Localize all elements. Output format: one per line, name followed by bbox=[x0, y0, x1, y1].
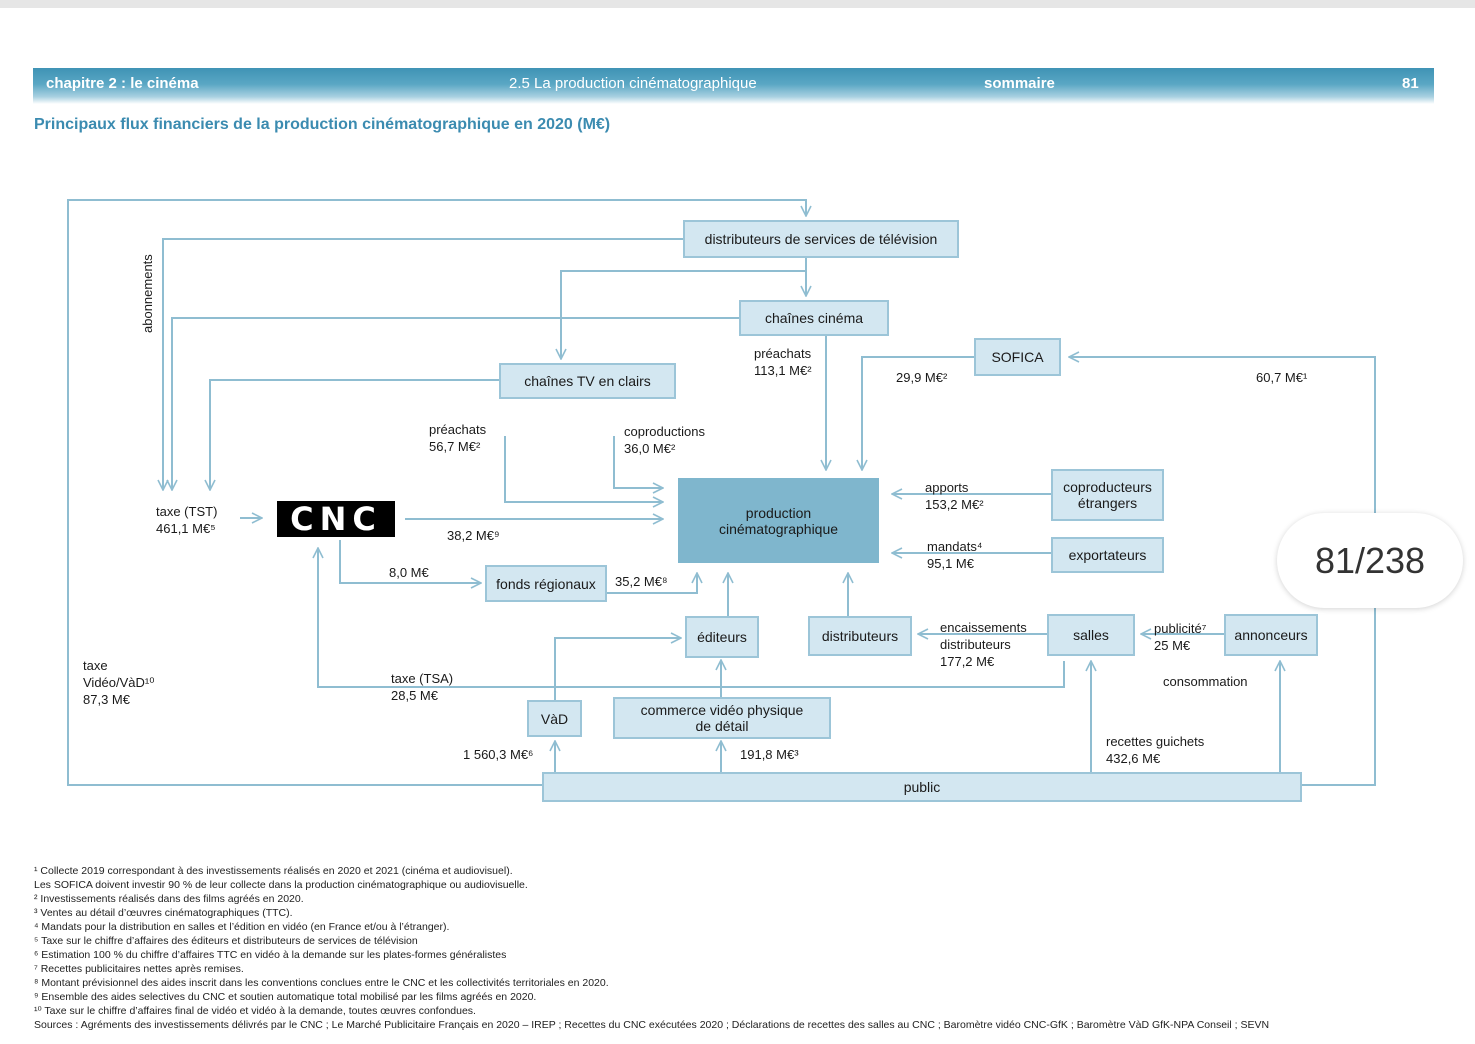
chaines-tv-clairs-box: chaînes TV en clairs bbox=[499, 363, 676, 399]
preachats-clairs-label: préachats 56,7 M€² bbox=[429, 422, 487, 454]
cnc-fonds-label: 8,0 M€ bbox=[389, 565, 429, 580]
production-box: production cinématographique bbox=[678, 478, 879, 563]
section-label[interactable]: 2.5 La production cinématographique bbox=[509, 75, 757, 92]
footnote: ⁷ Recettes publicitaires nettes après re… bbox=[34, 963, 244, 975]
public-box: public bbox=[542, 772, 1302, 802]
footnote: ⁶ Estimation 100 % du chiffre d’affaires… bbox=[34, 949, 507, 961]
summary-link[interactable]: sommaire bbox=[984, 75, 1055, 92]
sofica-amount-label: 29,9 M€² bbox=[896, 370, 948, 385]
distributeurs-box: distributeurs bbox=[808, 616, 912, 656]
apports-label: apports 153,2 M€² bbox=[925, 480, 984, 512]
footnote: ⁹ Ensemble des aides selectives du CNC e… bbox=[34, 991, 537, 1003]
coproductions-label: coproductions 36,0 M€² bbox=[624, 424, 705, 456]
footnote: ³ Ventes au détail d’œuvres cinématograp… bbox=[34, 907, 293, 919]
abonnements-label: abonnements bbox=[140, 254, 155, 333]
taxe-tsa-label: taxe (TSA) 28,5 M€ bbox=[391, 671, 454, 703]
taxe-tst-label: taxe (TST) 461,1 M€⁵ bbox=[156, 504, 218, 536]
footnote: Les SOFICA doivent investir 90 % de leur… bbox=[34, 879, 528, 891]
consommation-label: consommation bbox=[1163, 674, 1248, 689]
chaines-cinema-box: chaînes cinéma bbox=[739, 300, 889, 336]
fonds-production-label: 35,2 M€⁸ bbox=[615, 574, 668, 589]
page-title: Principaux flux financiers de la product… bbox=[34, 116, 611, 133]
sources-note: Sources : Agréments des investissements … bbox=[34, 1019, 1270, 1031]
recettes-guichets-label: recettes guichets 432,6 M€ bbox=[1106, 734, 1205, 766]
distributeurs-tv-box: distributeurs de services de télévision bbox=[683, 220, 959, 258]
coproducteurs-box: coproducteurs étrangers bbox=[1051, 469, 1164, 521]
sofica-box: SOFICA bbox=[974, 338, 1061, 376]
taxe-video-label: taxe Vidéo/VàD¹⁰ 87,3 M€ bbox=[83, 658, 155, 707]
preachats-cinema-label: préachats 113,1 M€² bbox=[754, 346, 812, 378]
top-border bbox=[0, 0, 1475, 8]
chapter-label[interactable]: chapitre 2 : le cinéma bbox=[46, 75, 199, 92]
editeurs-box: éditeurs bbox=[685, 616, 759, 658]
commerce-amount-label: 191,8 M€³ bbox=[740, 747, 799, 762]
vad-amount-label: 1 560,3 M€⁶ bbox=[463, 747, 534, 762]
commerce-video-box: commerce vidéo physique de détail bbox=[613, 697, 831, 739]
encaissements-label: encaissements distributeurs 177,2 M€ bbox=[940, 620, 1027, 669]
fonds-regionaux-box: fonds régionaux bbox=[485, 565, 607, 602]
annonceurs-box: annonceurs bbox=[1224, 614, 1318, 656]
footnote: ² Investissements réalisés dans des film… bbox=[34, 893, 304, 905]
sofica-public-label: 60,7 M€¹ bbox=[1256, 370, 1308, 385]
salles-box: salles bbox=[1047, 614, 1135, 656]
footnote: ⁴ Mandats pour la distribution en salles… bbox=[34, 921, 450, 933]
publicite-label: publicité⁷ 25 M€ bbox=[1154, 621, 1207, 653]
exportateurs-box: exportateurs bbox=[1051, 537, 1164, 573]
mandats-label: mandats⁴ 95,1 M€ bbox=[927, 539, 983, 571]
page-number: 81 bbox=[1402, 75, 1419, 92]
cnc-logo: CNC bbox=[277, 500, 395, 538]
vad-box: VàD bbox=[527, 700, 582, 737]
footnote: ¹ Collecte 2019 correspondant à des inve… bbox=[34, 865, 513, 877]
cnc-production-label: 38,2 M€⁹ bbox=[447, 528, 500, 543]
page-counter-badge: 81/238 bbox=[1277, 513, 1463, 608]
footnote: ⁸ Montant prévisionnel des aides inscrit… bbox=[34, 977, 609, 989]
footnotes: ¹ Collecte 2019 correspondant à des inve… bbox=[34, 864, 1269, 1032]
footnote: ¹⁰ Taxe sur le chiffre d’affaires final … bbox=[34, 1005, 476, 1017]
chapter-header: chapitre 2 : le cinéma 2.5 La production… bbox=[33, 68, 1434, 104]
footnote: ⁵ Taxe sur le chiffre d’affaires des édi… bbox=[34, 935, 418, 947]
